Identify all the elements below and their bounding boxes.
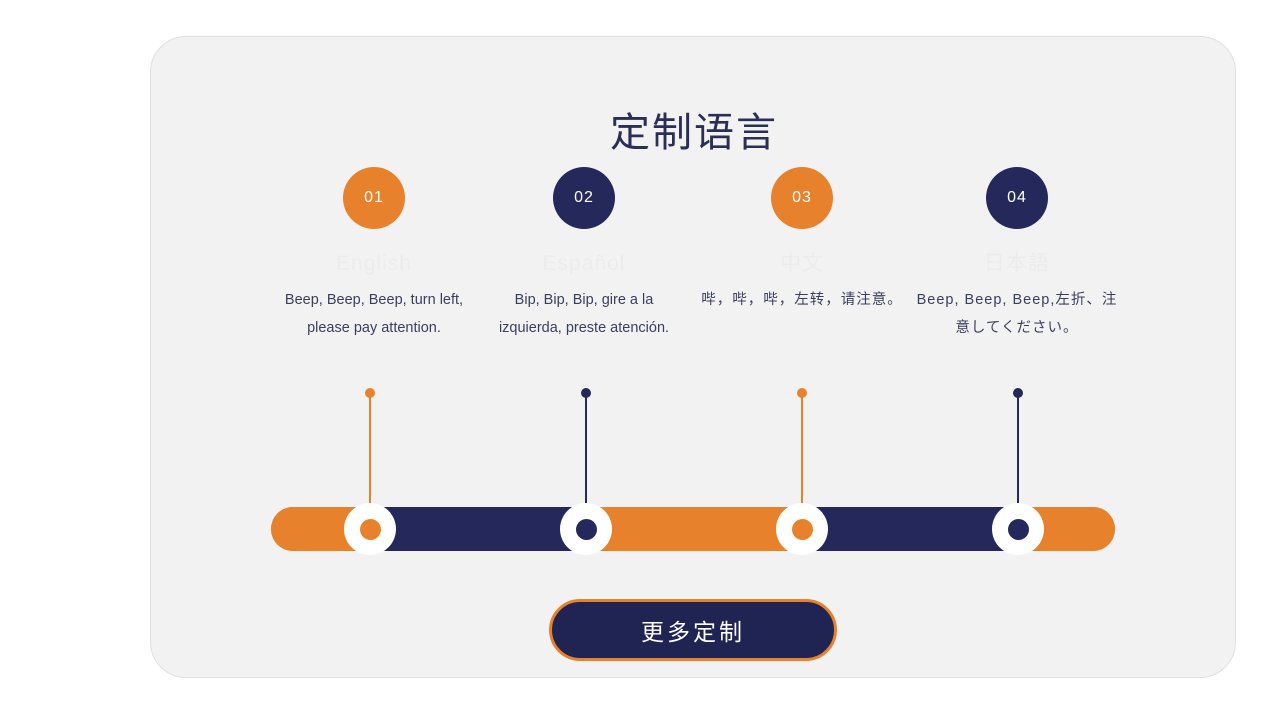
step-item-3[interactable]: 03 中文 哔，哔，哔，左转，请注意。	[687, 167, 917, 314]
timeline-marker-1[interactable]	[344, 503, 396, 555]
step-number-2: 02	[574, 189, 594, 206]
step-number-badge-2: 02	[553, 167, 615, 229]
timeline-marker-dot-1	[359, 518, 381, 540]
step-number-4: 04	[1007, 189, 1027, 206]
step-number-3: 03	[792, 189, 812, 206]
timeline-marker-2[interactable]	[560, 503, 612, 555]
timeline-segment-3	[586, 507, 802, 551]
timeline-segment-2	[370, 507, 586, 551]
content-card: 定制语言 01 English Beep, Beep, Beep, turn l…	[150, 36, 1236, 678]
timeline-bar[interactable]	[271, 507, 1115, 551]
timeline-segment-4	[802, 507, 1018, 551]
steps-row: 01 English Beep, Beep, Beep, turn left, …	[151, 167, 1237, 397]
step-language-4: 日本語	[984, 252, 1050, 275]
timeline-marker-dot-4	[1007, 518, 1029, 540]
step-language-1: English	[336, 252, 412, 275]
step-text-3: 哔，哔，哔，左转，请注意。	[701, 292, 903, 309]
timeline-marker-3[interactable]	[776, 503, 828, 555]
step-number-badge-1: 01	[343, 167, 405, 229]
page-title: 定制语言	[610, 111, 778, 155]
step-number-1: 01	[364, 189, 384, 206]
timeline-marker-dot-3	[791, 518, 813, 540]
step-item-4[interactable]: 04 日本語 Beep, Beep, Beep,左折、注意してください。	[902, 167, 1132, 343]
step-text-4: Beep, Beep, Beep,左折、注意してください。	[916, 292, 1118, 337]
step-text-1: Beep, Beep, Beep, turn left, please pay …	[284, 292, 464, 337]
step-number-badge-4: 04	[986, 167, 1048, 229]
more-customization-button[interactable]: 更多定制	[549, 599, 837, 661]
timeline-marker-dot-2	[575, 518, 597, 540]
step-item-2[interactable]: 02 Español Bip, Bip, Bip, gire a la izqu…	[469, 167, 699, 343]
step-language-3: 中文	[780, 252, 824, 275]
step-number-badge-3: 03	[771, 167, 833, 229]
step-language-2: Español	[542, 252, 626, 275]
step-text-2: Bip, Bip, Bip, gire a la izquierda, pres…	[498, 292, 670, 337]
timeline-marker-4[interactable]	[992, 503, 1044, 555]
step-item-1[interactable]: 01 English Beep, Beep, Beep, turn left, …	[259, 167, 489, 343]
